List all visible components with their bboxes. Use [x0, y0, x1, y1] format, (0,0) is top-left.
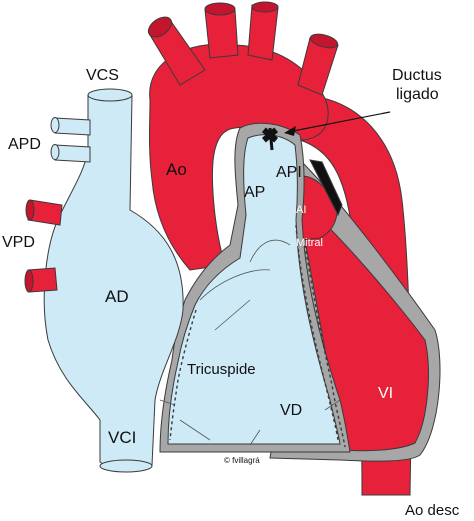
- right-atrium-group: [24, 88, 184, 473]
- label-ad: AD: [105, 287, 129, 306]
- vcs-opening: [87, 88, 133, 102]
- label-vd: VD: [280, 402, 302, 419]
- vpd-opening-1: [25, 199, 35, 221]
- label-apd: APD: [8, 136, 41, 153]
- label-ap: AP: [244, 184, 265, 201]
- vci-opening: [99, 459, 153, 473]
- copyright: © fvillagrá: [224, 456, 260, 465]
- label-api: API: [276, 164, 302, 181]
- branch-middle-opening: [204, 2, 236, 16]
- label-ao-desc: Ao desc: [405, 502, 460, 519]
- branch-right-2-opening: [309, 33, 339, 49]
- label-vcs: VCS: [86, 67, 119, 84]
- branch-vessel-middle: [204, 9, 239, 59]
- branch-vessel-right-1: [247, 4, 279, 61]
- right-pulmonary-vein-upper: [54, 117, 91, 136]
- ductus-arrow: [284, 111, 391, 136]
- label-ai: AI: [296, 204, 306, 216]
- branch-right-1-opening: [251, 1, 279, 13]
- apd-opening-2: [50, 144, 60, 160]
- rv-trabeculation-left: [169, 309, 197, 441]
- right-heart-group: [159, 122, 351, 453]
- pulmonary-vein-wedge: [309, 159, 343, 217]
- right-pulmonary-vein-lower: [54, 144, 91, 163]
- apd-opening-1: [50, 117, 60, 133]
- label-mitral: Mitral: [296, 237, 323, 249]
- label-vi: VI: [378, 385, 393, 402]
- branch-left-opening: [147, 16, 173, 38]
- label-vpd: VPD: [2, 234, 35, 251]
- ascending-aorta: [149, 43, 329, 271]
- label-ligado: ligado: [396, 86, 439, 103]
- vpd-opening-2: [24, 269, 34, 293]
- label-vci: VCI: [108, 428, 136, 447]
- ductus-ligament: [261, 127, 279, 151]
- tricuspid-chordae: [159, 239, 341, 446]
- label-ao: Ao: [166, 160, 187, 179]
- label-ductus: Ductus: [392, 67, 442, 84]
- label-tricuspide: Tricuspide: [187, 361, 256, 378]
